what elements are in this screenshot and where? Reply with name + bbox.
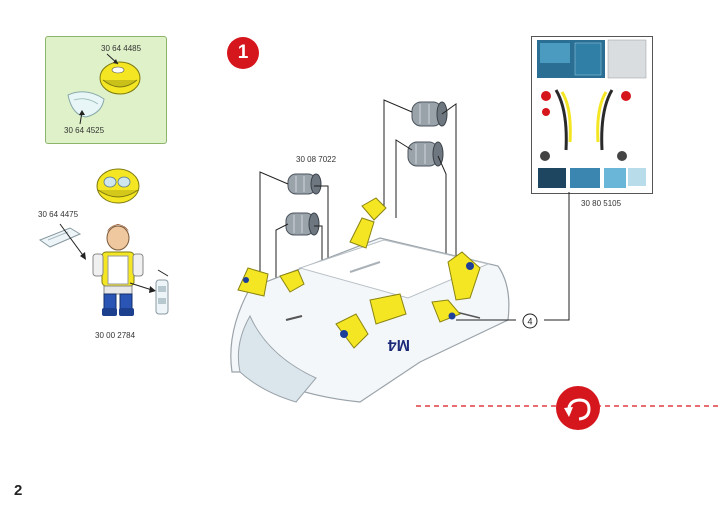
rotate-arrow-icon	[556, 386, 600, 430]
sticker-callout-line	[544, 192, 570, 321]
assembly-guide-lines	[259, 99, 457, 336]
tool-right-illustration	[155, 279, 169, 315]
blue-mount-points	[243, 262, 474, 338]
visor-illustration	[67, 91, 105, 118]
figure-part-number: 30 00 2784	[95, 331, 136, 340]
vehicle-marking: M4	[388, 336, 410, 353]
sticker-sheet-contents	[537, 39, 647, 188]
step-number-badge: 1	[227, 37, 259, 69]
helmet-part-number: 30 64 4485	[101, 44, 142, 53]
tool-illustration	[38, 227, 82, 248]
engine-illustration-3	[411, 101, 448, 127]
figure-helmet-illustration	[96, 168, 140, 204]
callout-number: 4	[527, 317, 532, 327]
helmet-illustration	[99, 61, 141, 95]
tool-part-number: 30 64 4475	[38, 210, 79, 219]
callout-number-circle	[522, 313, 538, 329]
engine-illustration-1	[287, 173, 322, 195]
sticker-sheet-part-number: 30 80 5105	[581, 199, 622, 208]
engine-part-number: 30 08 7022	[296, 155, 337, 164]
page-number: 2	[14, 482, 23, 499]
visor-part-number: 30 64 4525	[64, 126, 105, 135]
astronaut-figure-illustration	[92, 224, 144, 316]
engine-illustration-2	[285, 212, 320, 236]
engine-illustration-4	[407, 141, 444, 167]
